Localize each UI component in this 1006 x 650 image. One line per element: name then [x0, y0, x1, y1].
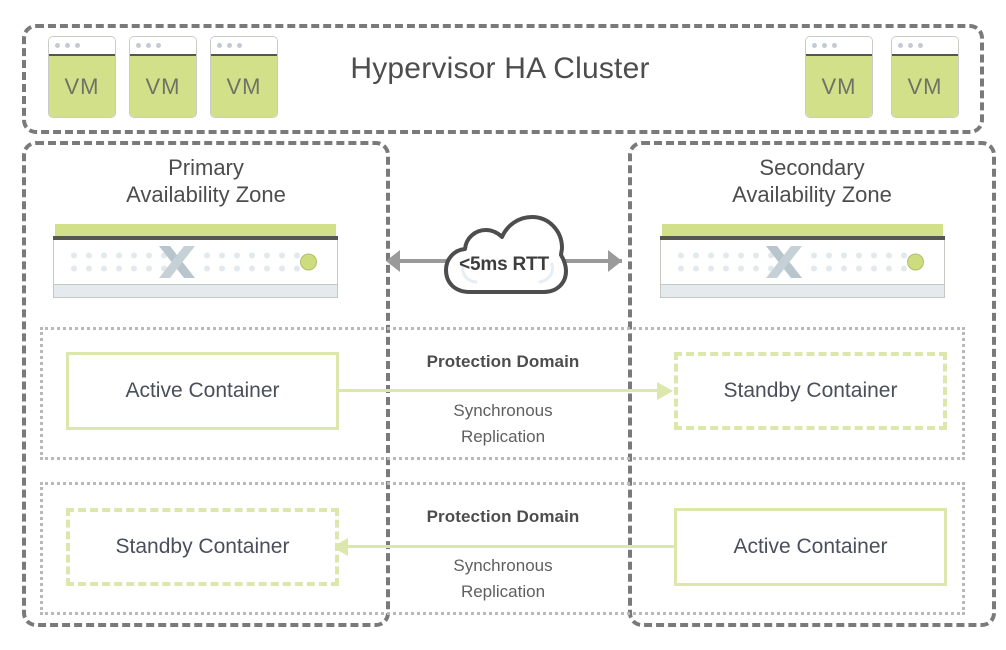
- replication-line-bottom: [339, 545, 674, 548]
- vm-label: VM: [907, 73, 943, 99]
- secondary-appliance[interactable]: [660, 224, 945, 298]
- standby-container-primary[interactable]: Standby Container: [66, 508, 339, 586]
- appliance-top-bar: [55, 224, 336, 236]
- appliance-footer: [660, 284, 945, 298]
- replication-mode-line2: Replication: [460, 582, 546, 601]
- vm-titlebar: [130, 37, 196, 56]
- appliance-status-led-icon: [907, 253, 924, 271]
- appliance-top-bar: [662, 224, 943, 236]
- vm-window-dots: [898, 43, 923, 48]
- network-link-line-right: [552, 259, 622, 263]
- secondary-zone-title-line2: Availability Zone: [732, 182, 892, 207]
- vm-dot-icon: [227, 43, 232, 48]
- vm-icon[interactable]: VM: [129, 36, 197, 118]
- vm-dot-icon: [55, 43, 60, 48]
- primary-zone-title: Primary Availability Zone: [22, 154, 390, 208]
- vm-dot-icon: [136, 43, 141, 48]
- replication-mode-line1: Synchronous: [453, 556, 553, 575]
- protection-domain-top-subtitle: Synchronous Replication: [373, 398, 633, 450]
- secondary-availability-zone-box: [628, 141, 996, 627]
- vm-dot-icon: [217, 43, 222, 48]
- protection-domain-top-box: [40, 327, 965, 460]
- primary-zone-title-line2: Availability Zone: [126, 182, 286, 207]
- protection-domain-bottom-title: Protection Domain: [426, 507, 580, 526]
- network-arrow-left-icon: [386, 250, 400, 272]
- vm-window-dots: [812, 43, 837, 48]
- replication-mode-line2: Replication: [460, 427, 546, 446]
- container-label: Active Container: [733, 535, 888, 558]
- vm-dot-icon: [156, 43, 161, 48]
- vm-label: VM: [821, 73, 857, 99]
- nutanix-x-icon: [159, 246, 195, 278]
- vm-icon[interactable]: VM: [805, 36, 873, 118]
- appliance-body: [660, 240, 945, 284]
- primary-zone-title-line1: Primary: [168, 155, 244, 180]
- appliance-vent-grid-right: [811, 252, 907, 272]
- appliance-body: [53, 240, 338, 284]
- network-link-line-left: [392, 259, 456, 263]
- vm-window-dots: [55, 43, 80, 48]
- vm-dot-icon: [812, 43, 817, 48]
- nutanix-x-icon: [766, 246, 802, 278]
- standby-container-secondary[interactable]: Standby Container: [674, 352, 947, 430]
- active-container-secondary[interactable]: Active Container: [674, 508, 947, 586]
- vm-dot-icon: [237, 43, 242, 48]
- hypervisor-cluster-box: [22, 24, 984, 134]
- protection-domain-top-title: Protection Domain: [426, 352, 580, 371]
- primary-appliance[interactable]: [53, 224, 338, 298]
- vm-titlebar: [892, 37, 958, 56]
- vm-titlebar: [806, 37, 872, 56]
- vm-dot-icon: [918, 43, 923, 48]
- vm-body: VM: [892, 56, 958, 117]
- container-label: Standby Container: [723, 379, 898, 402]
- cluster-title: Hypervisor HA Cluster: [350, 52, 650, 85]
- container-label: Standby Container: [115, 535, 290, 558]
- vm-body: VM: [806, 56, 872, 117]
- primary-availability-zone-box: [22, 141, 390, 627]
- vm-icon[interactable]: VM: [48, 36, 116, 118]
- network-cloud: <5ms RTT: [440, 208, 568, 306]
- vm-window-dots: [136, 43, 161, 48]
- vm-dot-icon: [75, 43, 80, 48]
- vm-dot-icon: [65, 43, 70, 48]
- vm-titlebar: [49, 37, 115, 56]
- appliance-vent-grid-right: [204, 252, 300, 272]
- vm-dot-icon: [146, 43, 151, 48]
- vm-window-dots: [217, 43, 242, 48]
- appliance-vent-grid-left: [71, 252, 167, 272]
- appliance-status-led-icon: [300, 253, 317, 271]
- vm-dot-icon: [832, 43, 837, 48]
- network-arrow-right-icon: [608, 250, 622, 272]
- vm-body: VM: [49, 56, 115, 117]
- appliance-vent-grid-left: [678, 252, 774, 272]
- vm-icon[interactable]: VM: [891, 36, 959, 118]
- replication-mode-line1: Synchronous: [453, 401, 553, 420]
- vm-body: VM: [211, 56, 277, 117]
- vm-icon[interactable]: VM: [210, 36, 278, 118]
- container-label: Active Container: [125, 379, 280, 402]
- vm-label: VM: [226, 73, 262, 99]
- protection-domain-bottom-box: [40, 482, 965, 615]
- appliance-divider: [53, 236, 338, 240]
- vm-dot-icon: [822, 43, 827, 48]
- appliance-divider: [660, 236, 945, 240]
- vm-dot-icon: [898, 43, 903, 48]
- protection-domain-bottom-subtitle: Synchronous Replication: [373, 553, 633, 605]
- appliance-footer: [53, 284, 338, 298]
- vm-body: VM: [130, 56, 196, 117]
- replication-arrow-right-icon: [657, 382, 673, 400]
- active-container-primary[interactable]: Active Container: [66, 352, 339, 430]
- secondary-zone-title-line1: Secondary: [759, 155, 865, 180]
- vm-dot-icon: [908, 43, 913, 48]
- vm-titlebar: [211, 37, 277, 56]
- cloud-icon: [444, 215, 568, 294]
- vm-label: VM: [64, 73, 100, 99]
- vm-label: VM: [145, 73, 181, 99]
- secondary-zone-title: Secondary Availability Zone: [628, 154, 996, 208]
- cloud-latency-label: <5ms RTT: [459, 254, 549, 275]
- replication-line-top: [339, 389, 669, 392]
